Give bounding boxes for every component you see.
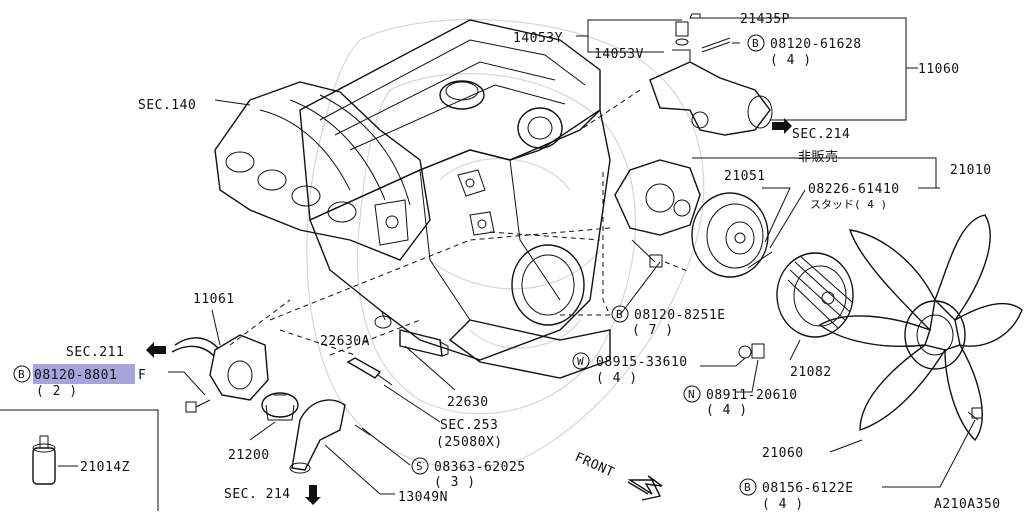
fan-coupling-illustration	[738, 252, 854, 359]
label-08915-33610: 08915-33610	[596, 355, 688, 370]
label-qty2: ( 2 )	[36, 384, 78, 399]
arrows	[146, 118, 792, 505]
label-qty4-c: ( 4 )	[706, 403, 748, 418]
label-08363-62025: 08363-62025	[434, 460, 526, 475]
arrow-right-sec214	[772, 118, 792, 134]
highlight-box	[33, 364, 135, 384]
water-outlet-illustration	[649, 21, 773, 136]
arrow-left-sec211	[146, 342, 166, 358]
label-13049n: 13049N	[398, 490, 448, 505]
label-22630a: 22630A	[320, 334, 370, 349]
marker-s-letter: S	[416, 460, 423, 473]
marker-b-8801f-letter: B	[18, 368, 25, 381]
marker-w	[572, 352, 590, 370]
label-sec140: SEC.140	[138, 98, 196, 113]
label-22630: 22630	[447, 395, 489, 410]
marker-b-8251e-letter: B	[616, 308, 623, 321]
labels: SEC.140 14053Y 14053V 21435P B 08120-616…	[18, 12, 1001, 512]
label-21082: 21082	[790, 365, 832, 380]
label-21435p: 21435P	[740, 12, 790, 27]
label-sec214-bottom: SEC. 214	[224, 487, 291, 502]
label-08120-8801: 08120-8801	[34, 368, 117, 383]
front-arrow	[627, 475, 663, 495]
marker-s	[411, 457, 429, 475]
engine-block-illustration	[299, 19, 611, 379]
thermostat-housing-illustration	[171, 334, 269, 413]
marker-b-8801f	[13, 365, 31, 383]
water-pump-illustration	[614, 159, 701, 268]
thermostat-illustration	[261, 392, 299, 421]
marker-b-8251e	[611, 305, 629, 323]
marker-b-61628	[747, 34, 765, 52]
circle-markers	[13, 34, 765, 496]
label-08156-6122e: 08156-6122E	[762, 481, 854, 496]
arrow-down-sec214	[305, 485, 321, 505]
label-11061: 11061	[193, 292, 235, 307]
label-stud4: スタッド( 4 )	[810, 198, 887, 211]
label-hiihanbai: 非販売	[798, 149, 839, 165]
marker-b-6122e-letter: B	[744, 481, 751, 494]
marker-w-letter: W	[577, 355, 584, 368]
label-qty4-b: ( 4 )	[596, 371, 638, 386]
label-08226-61410: 08226-61410	[808, 182, 900, 197]
marker-b-6122e	[739, 478, 757, 496]
label-14053v: 14053V	[594, 47, 644, 62]
label-qty4-d: ( 4 )	[762, 497, 804, 511]
label-qty3: ( 3 )	[434, 475, 476, 490]
label-25080x: (25080X)	[436, 435, 503, 450]
marker-b-61628-letter: B	[752, 37, 759, 50]
marker-n	[683, 385, 701, 403]
front-arrow-head	[627, 479, 662, 501]
label-8801-suffix: F	[138, 368, 146, 383]
label-qty4-a: ( 4 )	[770, 53, 812, 68]
label-sec253: SEC.253	[440, 418, 498, 433]
label-front: FRONT	[572, 450, 616, 481]
label-21014z: 21014Z	[80, 460, 130, 475]
label-21060: 21060	[762, 446, 804, 461]
inset-part-21014z	[32, 435, 56, 485]
label-21010: 21010	[950, 163, 992, 178]
marker-n-letter: N	[688, 388, 695, 401]
label-21051: 21051	[724, 169, 766, 184]
water-inlet-illustration	[289, 399, 346, 474]
pulley-illustration	[691, 192, 773, 278]
watermark-emblem	[306, 18, 705, 469]
fan-blade-illustration	[818, 214, 1023, 442]
label-sec211: SEC.211	[66, 345, 124, 360]
leader-lines	[0, 13, 976, 511]
label-11060: 11060	[918, 62, 960, 77]
diagram-code: A210A350	[934, 497, 1001, 511]
label-qty7: ( 7 )	[632, 323, 674, 338]
label-21200: 21200	[228, 448, 270, 463]
label-14053y: 14053Y	[513, 31, 563, 46]
label-08911-20610: 08911-20610	[706, 388, 798, 403]
label-08120-8251e: 08120-8251E	[634, 308, 726, 323]
label-08120-61628: 08120-61628	[770, 37, 862, 52]
label-sec214-right: SEC.214	[792, 127, 850, 142]
